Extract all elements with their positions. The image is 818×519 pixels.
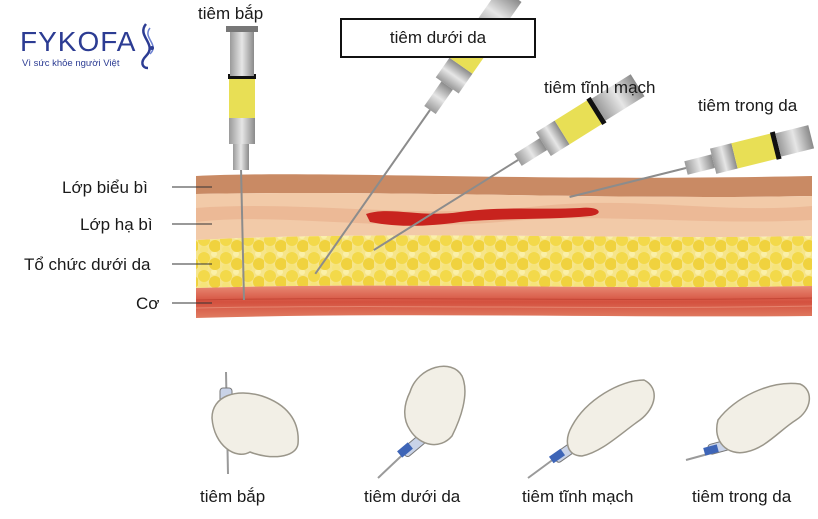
epidermis-layer (196, 174, 812, 197)
syringe-intramuscular (226, 26, 258, 301)
skin-layers (195, 174, 813, 318)
hand-subcutaneous (377, 365, 466, 479)
caption-subcutaneous: tiêm dưới da (364, 487, 461, 506)
caption-intravenous: tiêm tĩnh mạch (522, 487, 634, 506)
title-box: tiêm dưới da (340, 18, 536, 58)
label-intradermal: tiêm trong da (698, 96, 798, 115)
muscle-layer (196, 285, 812, 318)
layer-label-epidermis: Lớp biểu bì (62, 178, 148, 197)
syringe-intravenous (373, 74, 645, 251)
syringe-intradermal (569, 125, 815, 199)
label-intramuscular: tiêm bắp (198, 4, 264, 23)
caption-intramuscular: tiêm bắp (200, 487, 266, 506)
hand-intramuscular (211, 371, 299, 475)
layer-label-dermis: Lớp hạ bì (80, 215, 153, 234)
hand-intravenous (527, 379, 655, 479)
logo-wordmark: FYKOFA (20, 26, 137, 57)
hand-intradermal (685, 382, 810, 461)
layer-label-subcutaneous: Tổ chức dưới da (24, 255, 151, 274)
caption-intradermal: tiêm trong da (692, 487, 792, 506)
subcutaneous-layer (196, 235, 812, 288)
label-intravenous: tiêm tĩnh mạch (544, 78, 656, 97)
logo-tagline: Vì sức khỏe người Việt (22, 58, 120, 69)
brand-logo: FYKOFA Vì sức khỏe người Việt (14, 22, 164, 82)
logo-swirl-icon (141, 23, 154, 70)
layer-leader-lines (172, 186, 212, 304)
vein (366, 207, 599, 226)
layer-label-muscle: Cơ (136, 294, 160, 313)
